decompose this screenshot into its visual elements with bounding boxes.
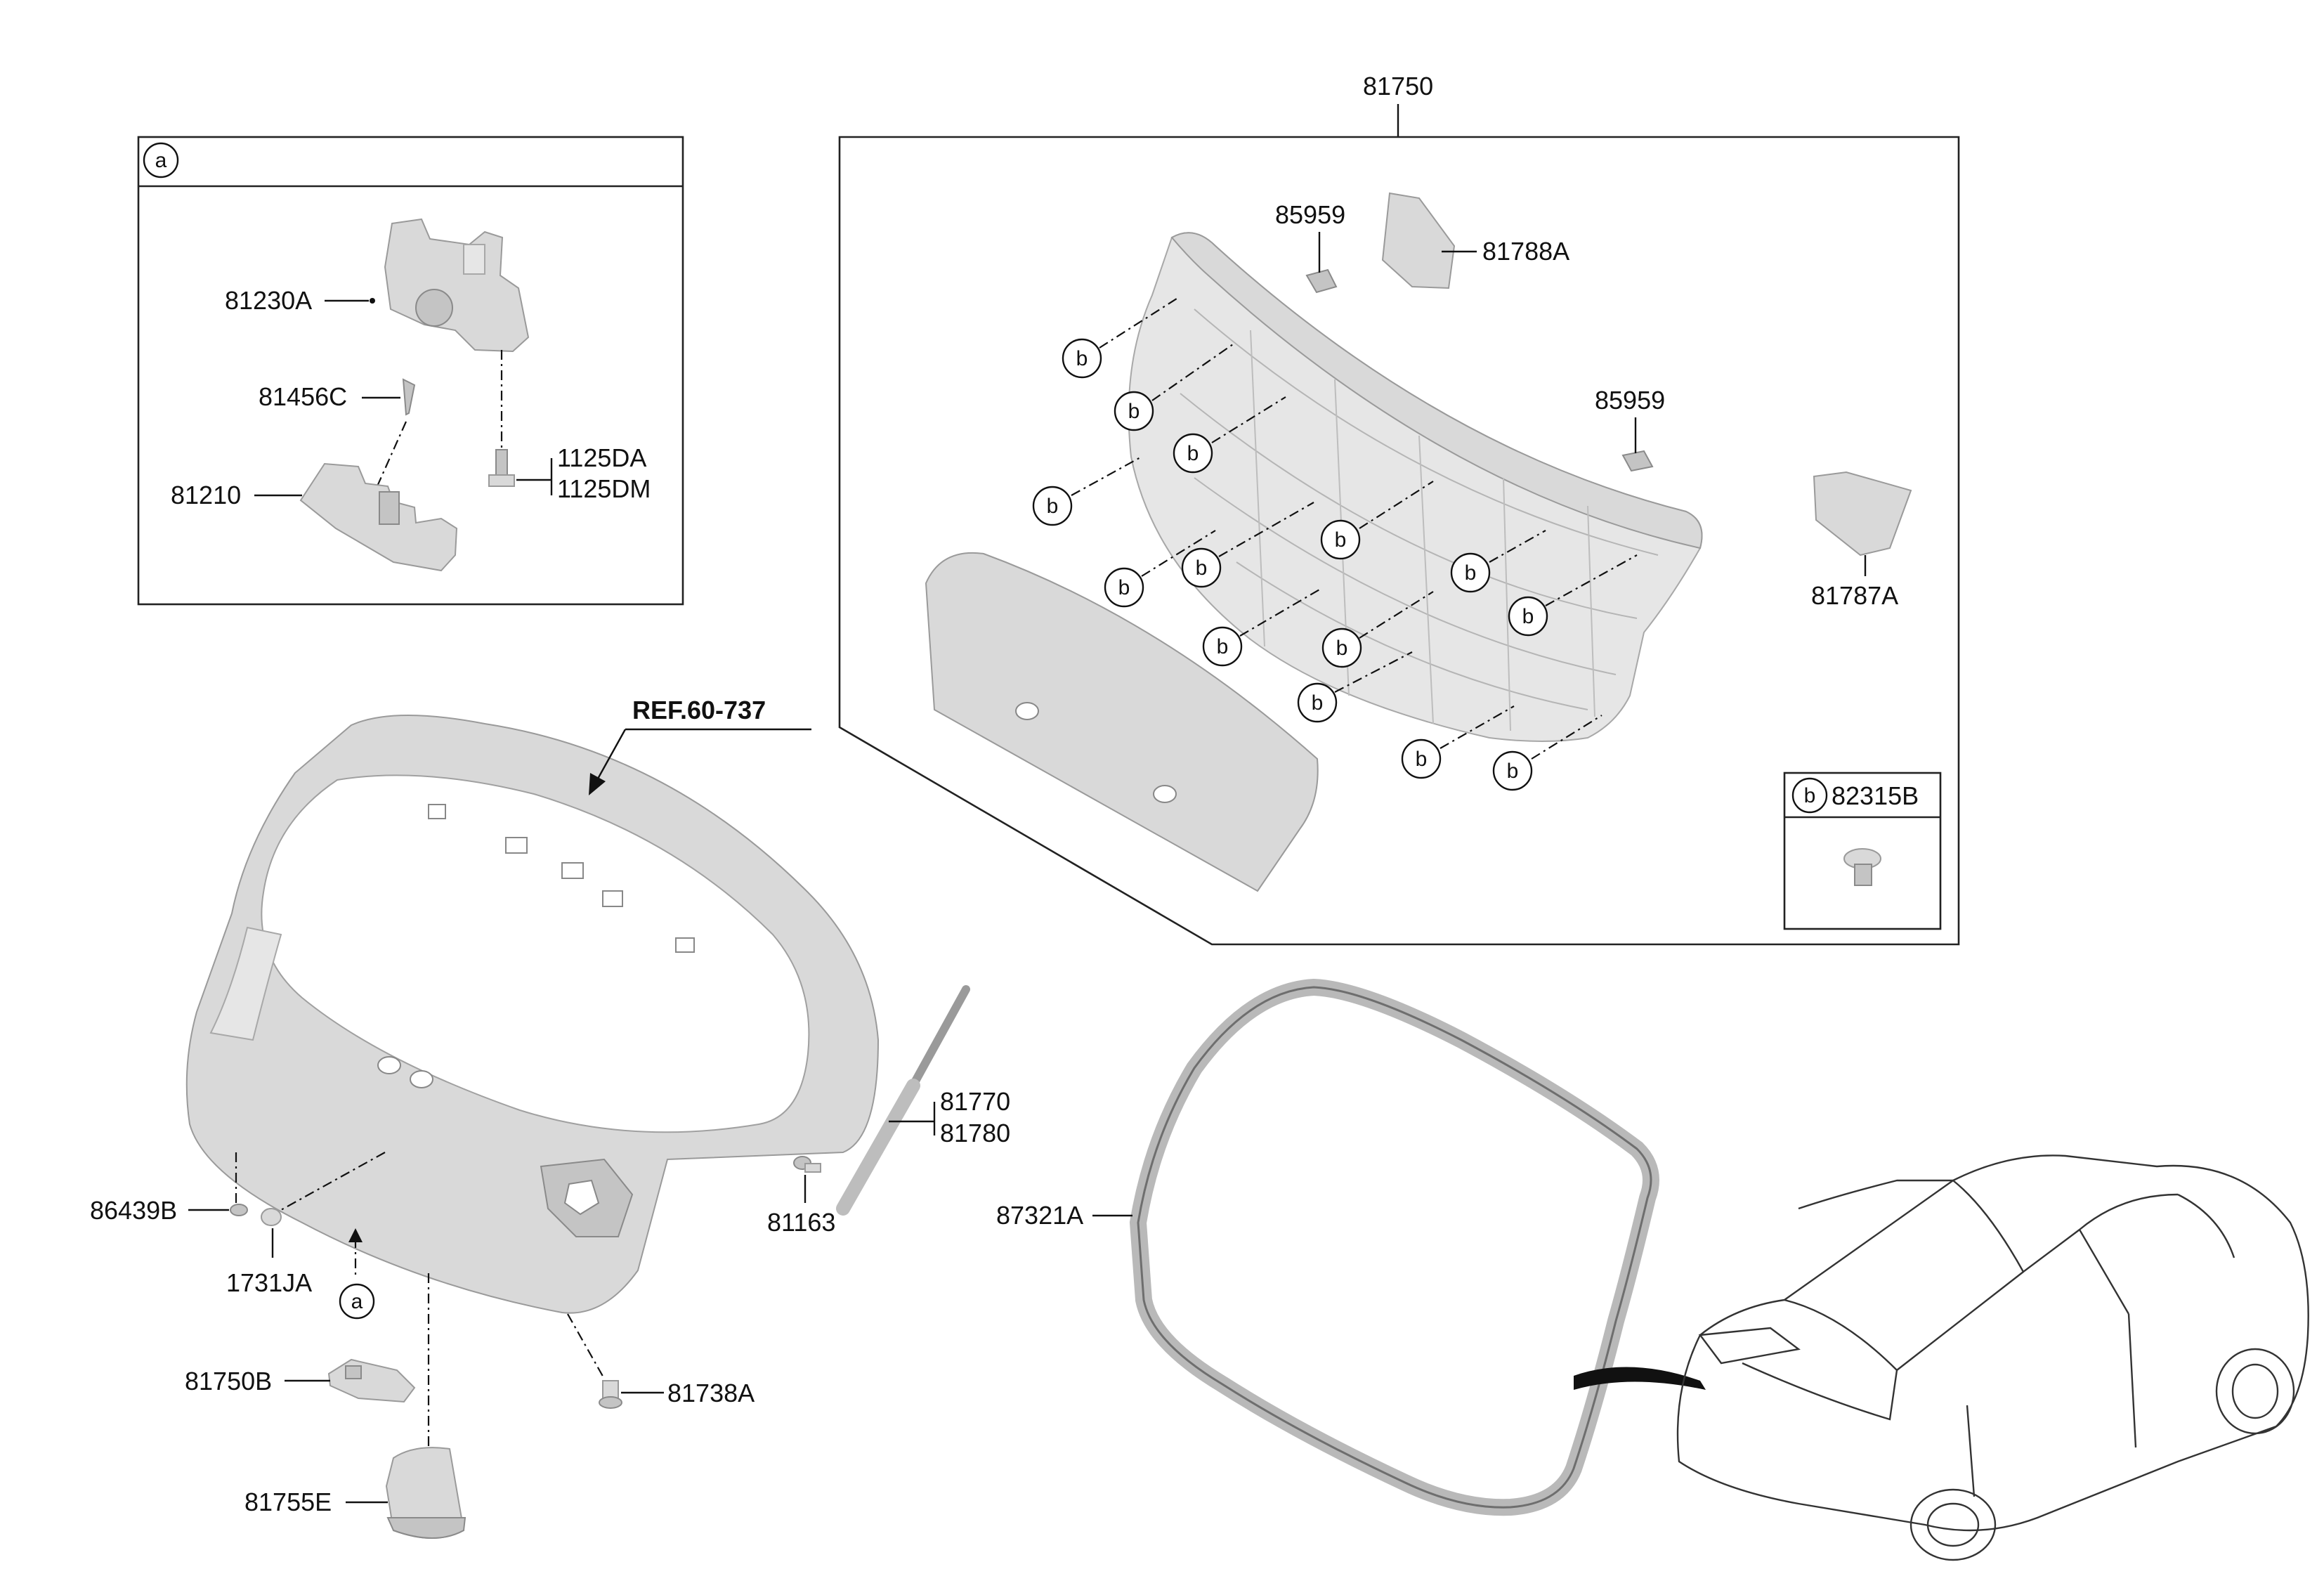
svg-text:b: b	[1076, 347, 1088, 370]
callout-b-4: b	[1032, 456, 1142, 526]
label-81750: 81750	[1363, 72, 1433, 100]
callout-b-2: b	[1114, 344, 1234, 431]
callout-b-9: b	[1508, 554, 1638, 637]
label-1731JA: 1731JA	[226, 1268, 312, 1297]
label-1125DA: 1125DA	[557, 443, 646, 472]
svg-text:b: b	[1335, 528, 1347, 552]
callout-b-6: b	[1181, 502, 1314, 588]
callout-b-11: b	[1321, 591, 1434, 668]
svg-text:b: b	[1804, 784, 1816, 807]
lower-trim-strip-part	[925, 552, 1319, 892]
label-1125DM: 1125DM	[557, 474, 651, 503]
label-81738A: 81738A	[667, 1379, 755, 1407]
cover-81788A-part	[1381, 192, 1456, 289]
label-81456C: 81456C	[259, 382, 347, 411]
label-81780: 81780	[940, 1119, 1010, 1147]
callout-b-12: b	[1297, 651, 1413, 723]
callout-b-3: b	[1173, 396, 1286, 474]
label-81788A: 81788A	[1482, 237, 1569, 266]
label-ref-60-737: REF.60-737	[632, 696, 766, 724]
label-81210: 81210	[171, 481, 241, 509]
svg-text:b: b	[1465, 561, 1477, 585]
svg-text:b: b	[1416, 748, 1428, 771]
svg-text:b: b	[1187, 442, 1199, 465]
plug-1731JA-part	[261, 1208, 282, 1226]
clip-85959-mid-part	[1621, 450, 1654, 472]
callout-a-text: a	[155, 149, 167, 172]
cover-81787A-part	[1813, 471, 1912, 557]
label-81750B: 81750B	[185, 1367, 272, 1395]
legend-82315B-box: b 82315B	[1783, 772, 1942, 930]
svg-text:b: b	[1336, 637, 1348, 660]
handle-cover-part	[385, 1447, 466, 1539]
label-85959-mid: 85959	[1595, 386, 1665, 415]
svg-text:b: b	[1312, 691, 1324, 715]
label-82315B: 82315B	[1832, 781, 1919, 810]
screw-part	[488, 449, 515, 487]
strut-bolt-part	[793, 1156, 821, 1173]
callout-a2-text: a	[351, 1290, 363, 1313]
weatherstrip-part	[1129, 978, 1659, 1516]
inset-a-box: a 81230A 81456C 1125DA 1125DM 81	[137, 136, 684, 606]
latch-actuator-part	[384, 218, 530, 353]
label-81787A: 81787A	[1811, 581, 1898, 610]
latch-bracket-part	[299, 462, 458, 572]
svg-text:b: b	[1217, 635, 1229, 658]
label-85959-top: 85959	[1275, 200, 1345, 229]
callout-b-1: b	[1062, 298, 1177, 379]
trim-assembly-box: 81750 85959 81788A 85959 81787A	[838, 72, 1960, 946]
license-lamp-part	[327, 1358, 416, 1403]
label-81163: 81163	[767, 1208, 835, 1237]
svg-text:b: b	[1522, 605, 1534, 628]
label-81230A: 81230A	[225, 286, 312, 315]
gas-strut-part	[836, 985, 970, 1216]
clip-85959-top-part	[1305, 268, 1338, 294]
svg-text:b: b	[1118, 576, 1130, 599]
clip-82315B-part	[1843, 848, 1881, 886]
tailgate-inner-trim-part	[1128, 232, 1703, 742]
bumper-81738A-part	[599, 1380, 622, 1409]
svg-text:b: b	[1128, 400, 1140, 423]
callout-b-7: b	[1320, 481, 1434, 560]
label-81770: 81770	[940, 1087, 1010, 1116]
callout-a2-circle	[339, 1283, 375, 1320]
svg-text:b: b	[1507, 760, 1519, 783]
vehicle-locator-illustration	[1574, 1154, 2309, 1561]
callout-b-group: b b b b b b b b b b b b b b	[1032, 298, 1638, 791]
plug-86439B-part	[230, 1204, 248, 1216]
callout-b-14: b	[1492, 715, 1602, 791]
pin-part	[402, 378, 416, 416]
callout-b-10: b	[1202, 588, 1321, 667]
tailgate-panel-part	[185, 715, 880, 1314]
label-86439B: 86439B	[90, 1196, 177, 1225]
callout-b-5: b	[1104, 530, 1216, 608]
callout-b-13: b	[1401, 705, 1515, 779]
callout-b-8: b	[1450, 530, 1546, 593]
svg-text:b: b	[1047, 495, 1059, 518]
label-81755E: 81755E	[244, 1488, 332, 1516]
svg-text:b: b	[1196, 557, 1208, 580]
label-87321A: 87321A	[996, 1201, 1083, 1230]
callout-a-circle	[143, 142, 179, 178]
